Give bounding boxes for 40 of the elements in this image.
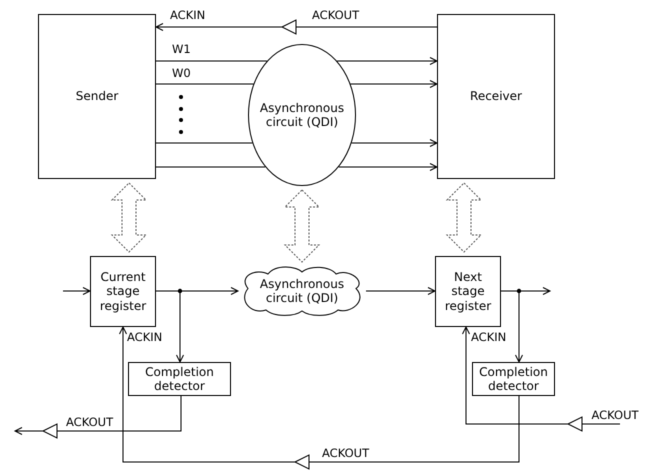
register-box <box>435 256 501 327</box>
connector-line <box>156 166 266 168</box>
receiver-box <box>437 14 555 179</box>
double-block-arrow <box>284 189 320 263</box>
arrow <box>156 23 438 31</box>
block-label: Asynchronous circuit (QDI) <box>258 276 346 306</box>
signal-label: ACKOUT <box>66 416 114 430</box>
block-label: Asynchronous circuit (QDI) <box>258 100 346 130</box>
block-label: Current stage register <box>98 270 148 314</box>
connector-line <box>156 60 268 62</box>
arrow <box>366 287 436 295</box>
arrow <box>338 163 438 171</box>
block-label: Sender <box>74 89 120 104</box>
signal-label: ACKOUT <box>312 9 360 23</box>
detector-box <box>128 362 231 396</box>
circuit-ellipse <box>248 44 356 186</box>
signal-label: ACKOUT <box>591 409 639 423</box>
double-block-arrow <box>446 182 482 253</box>
block-label: Completion detector <box>144 364 215 394</box>
detector-box <box>472 362 555 396</box>
block-label: Completion detector <box>478 364 549 394</box>
signal-label: ACKOUT <box>322 447 370 461</box>
arrow <box>62 287 90 295</box>
arrow <box>351 139 438 147</box>
arrow <box>14 396 182 435</box>
signal-label: ACKIN <box>471 331 506 345</box>
register-box <box>90 256 156 327</box>
arrow <box>119 326 520 462</box>
double-block-arrow <box>110 182 148 253</box>
block-label: Next stage register <box>444 270 492 314</box>
arrow <box>462 326 620 424</box>
connector-line <box>156 142 253 144</box>
arrow <box>350 80 438 88</box>
arrow <box>336 57 438 65</box>
block-label: Receiver <box>469 89 523 104</box>
signal-label: W0 <box>172 67 191 81</box>
signal-label: W1 <box>172 43 191 57</box>
sender-box <box>38 14 156 179</box>
signal-label: ACKIN <box>170 9 206 23</box>
signal-label: ACKIN <box>127 331 162 345</box>
